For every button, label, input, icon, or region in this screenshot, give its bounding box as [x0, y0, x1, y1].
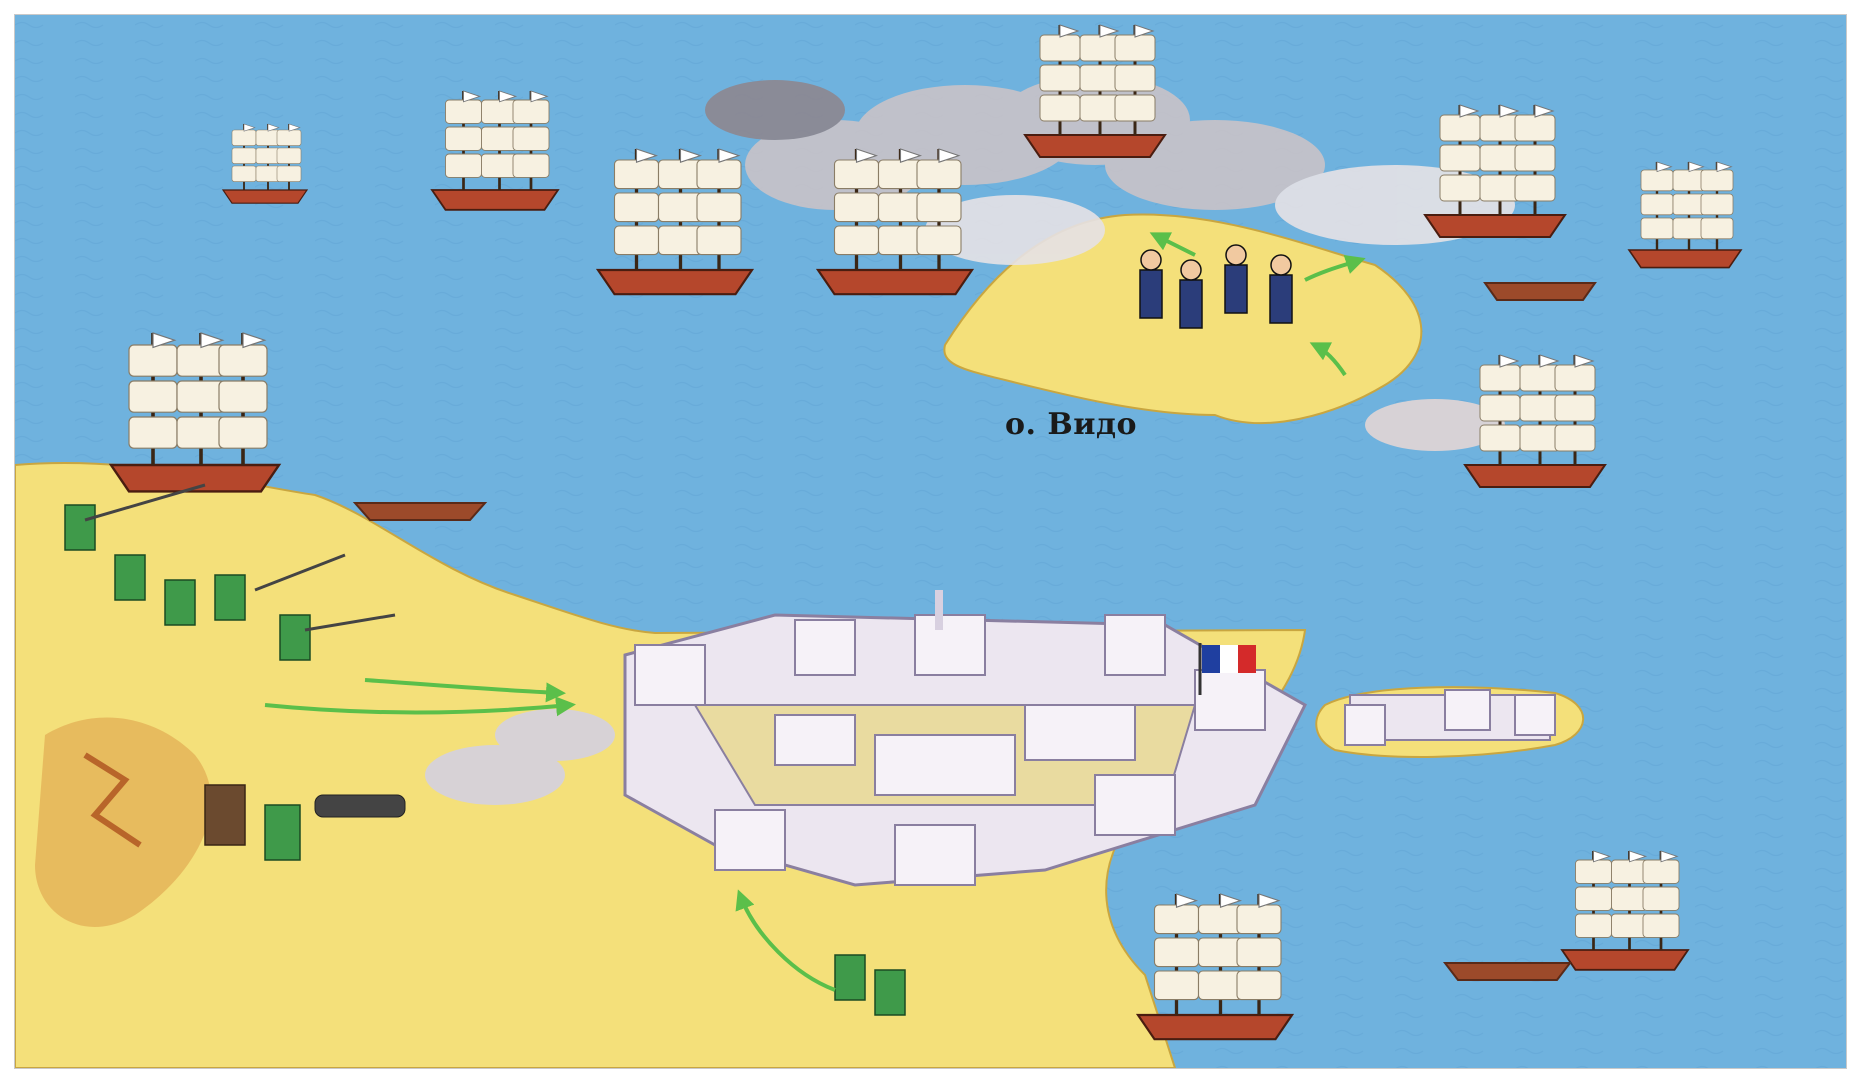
attack-arrows [264, 232, 1366, 992]
artillery-crew [204, 784, 406, 861]
rowing-boats [352, 282, 1597, 981]
sailing-ship [815, 148, 975, 296]
sailing-ships [108, 24, 1743, 1041]
french-soldiers [1139, 244, 1293, 329]
russian-soldiers [64, 483, 906, 1016]
sailing-ship [1627, 161, 1743, 269]
cannon-smoke [425, 399, 1505, 805]
sailing-ship [1463, 354, 1607, 488]
sailing-ship [221, 123, 309, 204]
island-label-vido: о. Видо [1005, 407, 1138, 442]
sailing-ship [430, 90, 560, 211]
fortress [623, 590, 1307, 887]
sailing-ship [108, 332, 282, 493]
hill [35, 717, 212, 927]
sailing-ship [595, 148, 755, 296]
french-flag [1198, 643, 1256, 695]
map-illustration: о. Видо [14, 14, 1847, 1069]
sailing-ship [1423, 104, 1567, 238]
sailing-ship [1560, 850, 1690, 971]
sailing-ship [1023, 24, 1167, 158]
small-fort [1344, 689, 1556, 746]
sailing-ship [1135, 893, 1295, 1041]
